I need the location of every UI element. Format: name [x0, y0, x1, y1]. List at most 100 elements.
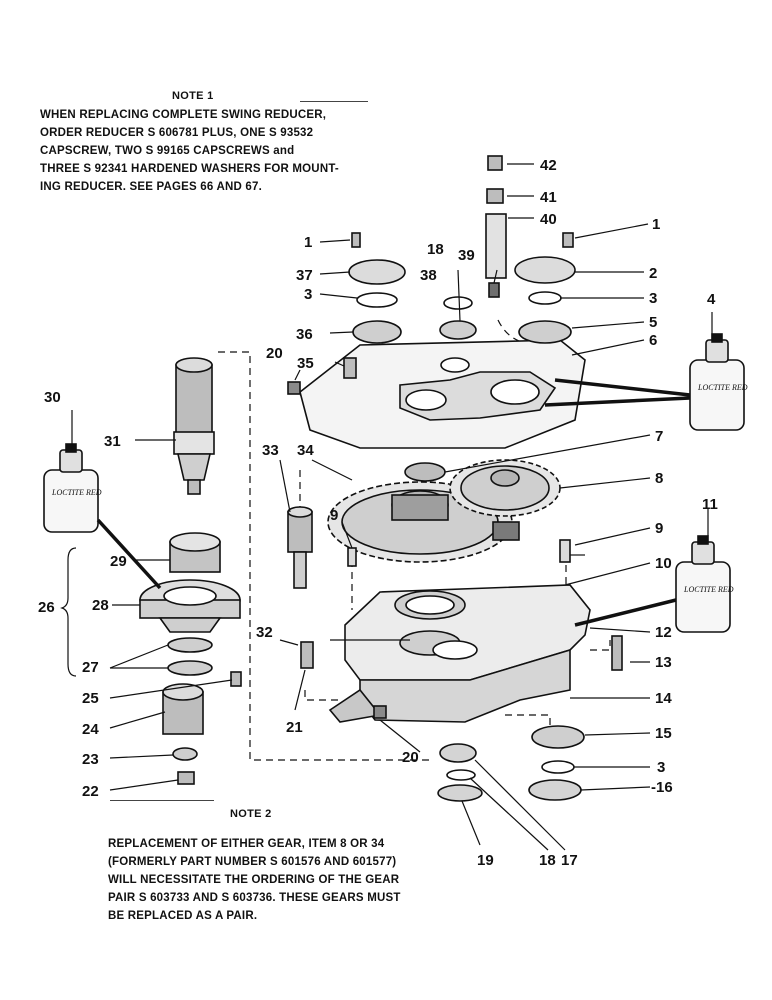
callout-9a: 9	[330, 507, 338, 524]
callout-9b: 9	[655, 520, 663, 537]
callout-3a: 3	[304, 286, 312, 303]
cover-plate	[299, 339, 586, 449]
callout-23: 23	[82, 751, 99, 768]
callout-22: 22	[82, 783, 99, 800]
note1-line-5: ING REDUCER. SEE PAGES 66 AND 67.	[40, 181, 262, 193]
callout-18a: 18	[427, 241, 444, 258]
snap-ring-right	[528, 291, 562, 305]
loctite-bottle-left: LOCTITE RED	[43, 443, 102, 533]
gear-small	[449, 459, 561, 541]
capscrew-21	[300, 641, 314, 669]
callout-16: -16	[651, 779, 673, 796]
note2-line-3: WILL NECESSITATE THE ORDERING OF THE GEA…	[108, 874, 400, 886]
screw-top-right	[562, 232, 574, 248]
cap-right	[514, 256, 576, 284]
callout-36: 36	[296, 326, 313, 343]
note2-line-4: PAIR S 603733 AND S 603736. THESE GEARS …	[108, 892, 401, 904]
seal-ring-lower	[167, 660, 213, 676]
callout-37: 37	[296, 267, 313, 284]
callout-32: 32	[256, 624, 273, 641]
callout-5: 5	[649, 314, 657, 331]
callout-2: 2	[649, 265, 657, 282]
callout-20a: 20	[266, 345, 283, 362]
callout-17: 17	[561, 852, 578, 869]
callout-7: 7	[655, 428, 663, 445]
plug-20	[287, 381, 301, 395]
callout-18b: 18	[539, 852, 556, 869]
cap-19	[437, 784, 483, 802]
callout-1b: 1	[652, 216, 660, 233]
capscrew-35	[343, 357, 357, 379]
bearing-sleeve	[169, 532, 221, 573]
capscrew-13	[611, 635, 623, 671]
callout-27: 27	[82, 659, 99, 676]
washer	[172, 747, 198, 761]
callout-24: 24	[82, 721, 99, 738]
snap-ring-left	[356, 292, 398, 308]
loctite-bottle-right-bottom: LOCTITE RED	[675, 535, 734, 633]
cap-nut	[487, 155, 503, 171]
nut	[177, 771, 195, 785]
seal-ring-upper	[167, 637, 213, 653]
pinion-shaft	[173, 357, 215, 495]
callout-21: 21	[286, 719, 303, 736]
note1-line-1: WHEN REPLACING COMPLETE SWING REDUCER,	[40, 109, 327, 121]
bracket-26	[60, 547, 77, 677]
shaft-small	[287, 506, 313, 589]
seal	[404, 462, 446, 482]
callout-12: 12	[655, 624, 672, 641]
callout-33: 33	[262, 442, 279, 459]
fitting-25	[230, 671, 242, 687]
bearing-17	[439, 743, 477, 763]
bottle-label-left: LOCTITE RED	[51, 488, 102, 497]
callout-31: 31	[104, 433, 121, 450]
callout-4: 4	[707, 291, 716, 308]
bottle-indicator-lines	[96, 378, 691, 627]
callout-14: 14	[655, 690, 672, 707]
note2-line-2: (FORMERLY PART NUMBER S 601576 AND 60157…	[108, 856, 397, 868]
note2-line-5: BE REPLACED AS A PAIR.	[108, 910, 258, 922]
callout-19: 19	[477, 852, 494, 869]
callout-numbers: 1 1 2 3 3 3 4 5 6 7 8 9 9 10 11 12 13 14…	[38, 157, 718, 869]
callout-20b: 20	[402, 749, 419, 766]
bearing-center	[439, 320, 477, 340]
dowel-left	[347, 547, 357, 567]
callout-29: 29	[110, 553, 127, 570]
plug	[488, 282, 500, 298]
callout-25: 25	[82, 690, 99, 707]
callout-39: 39	[458, 247, 475, 264]
callout-15: 15	[655, 725, 672, 742]
callout-40: 40	[540, 211, 557, 228]
callout-11: 11	[702, 496, 718, 513]
bottle-label-right-top: LOCTITE RED	[697, 383, 748, 392]
cap-16	[528, 779, 582, 801]
snap-ring-center	[443, 296, 473, 310]
callout-42: 42	[540, 157, 557, 174]
callout-30: 30	[44, 389, 61, 406]
note1-rule	[300, 101, 368, 102]
callout-28: 28	[92, 597, 109, 614]
callout-13: 13	[655, 654, 672, 671]
dowel-right	[559, 539, 571, 563]
callout-8: 8	[655, 470, 663, 487]
plug-20b	[373, 705, 387, 719]
callout-34: 34	[297, 442, 314, 459]
snap-ring-18-bottom	[446, 769, 476, 781]
callout-3c: 3	[657, 759, 665, 776]
callout-6: 6	[649, 332, 657, 349]
bottle-label-right-bottom: LOCTITE RED	[683, 585, 734, 594]
callout-35: 35	[297, 355, 314, 372]
callout-26: 26	[38, 599, 55, 616]
note1-line-3: CAPSCREW, TWO S 99165 CAPSCREWS and	[40, 145, 295, 157]
housing	[328, 584, 591, 723]
note2-rule-left	[110, 800, 214, 801]
note2-line-1: REPLACEMENT OF EITHER GEAR, ITEM 8 OR 34	[108, 838, 385, 850]
bearing-right	[518, 320, 572, 344]
pinion-gear	[162, 683, 204, 735]
note1-line-2: ORDER REDUCER S 606781 PLUS, ONE S 93532	[40, 127, 314, 139]
callout-1a: 1	[304, 234, 312, 251]
note1-line-4: THREE S 92341 HARDENED WASHERS FOR MOUNT…	[40, 163, 339, 175]
note2-title: NOTE 2	[230, 808, 272, 820]
bearing-left	[352, 320, 402, 344]
